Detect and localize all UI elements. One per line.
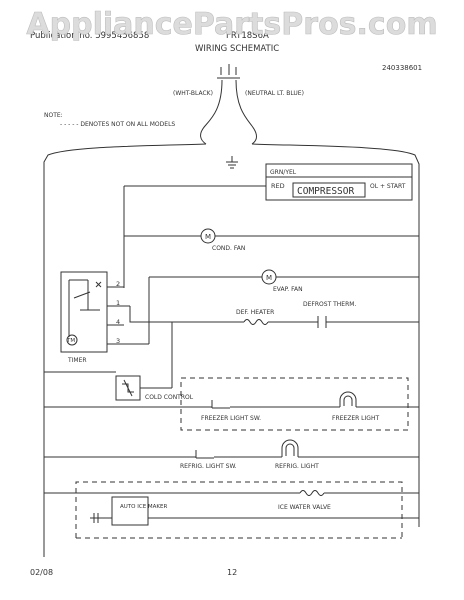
part-code: 240338601 [382, 64, 422, 72]
compressor-box [265, 163, 413, 201]
neutral-rail [251, 143, 420, 527]
evap-fan-label: EVAP. FAN [273, 286, 303, 293]
refrigerator-light-bulb [281, 439, 299, 457]
power-cord-plug [217, 64, 240, 79]
hot-lead [200, 79, 223, 145]
note-label: NOTE: [44, 112, 63, 119]
defrost-heater-label: DEF. HEATER [236, 309, 274, 316]
freezer-light-optional-box [180, 377, 409, 431]
freezer-light-bulb [339, 391, 357, 407]
freezer-light-label: FREEZER LIGHT [332, 415, 379, 422]
neutral-wire-label: (NEUTRAL LT. BLUE) [245, 90, 304, 97]
timer-terminal-2: 2 [116, 280, 120, 288]
water-valve-coil [299, 490, 325, 496]
compressor-symbol [292, 182, 366, 198]
note-text: - - - - - DENOTES NOT ON ALL MODELS [60, 121, 175, 128]
timer-terminal-1: 1 [116, 299, 120, 307]
cond-fan-letter: M [205, 233, 211, 241]
defrost-timer [60, 271, 108, 353]
cold-control-label-1: COLD CONTROL [145, 394, 194, 401]
ground-symbol [226, 156, 238, 169]
freezer-light-switch-label: FREEZER LIGHT SW. [201, 415, 261, 422]
defrost-heater [243, 319, 269, 325]
schematic-title: WIRING SCHEMATIC [195, 44, 279, 54]
defrost-thermostat-label: DEFROST THERM. [303, 301, 356, 308]
compressor-label: COMPRESSOR [297, 186, 354, 197]
ground-wire-label: GRN/YEL [270, 169, 297, 176]
model-number: FRT18S6A [226, 31, 269, 41]
refrigerator-light-switch-label: REFRIG. LIGHT SW. [180, 463, 237, 470]
evap-fan-letter: M [266, 274, 272, 282]
page-number: 12 [227, 568, 237, 577]
neutral-lead [235, 79, 257, 145]
hot-wire-label: (WHT-BLACK) [173, 90, 213, 97]
hot-rail [43, 143, 207, 557]
watermark-logo: AppliancePartsPros.com [26, 7, 437, 42]
ice-maker-label: AUTO ICE MAKER [120, 504, 168, 510]
timer-terminal-3: 3 [116, 337, 120, 345]
cond-fan-label: COND. FAN [212, 245, 245, 252]
timer-terminal-4: 4 [116, 318, 120, 326]
refrigerator-light-label: REFRIG. LIGHT [275, 463, 319, 470]
ice-maker-optional-box [75, 481, 403, 538]
ice-maker-box [111, 496, 149, 526]
timer-label: TIMER [67, 357, 87, 364]
footer-date: 02/08 [30, 568, 53, 577]
publication-number: Publication no. 5995456858 [30, 31, 149, 41]
timer-motor-label: TM [66, 338, 75, 344]
defrost-branch-wire [129, 306, 172, 323]
timer-motor [66, 334, 78, 346]
compressor-wire-label: RED [271, 182, 285, 190]
overload-label: OL + START [370, 183, 406, 190]
water-valve-label: ICE WATER VALVE [278, 504, 331, 511]
